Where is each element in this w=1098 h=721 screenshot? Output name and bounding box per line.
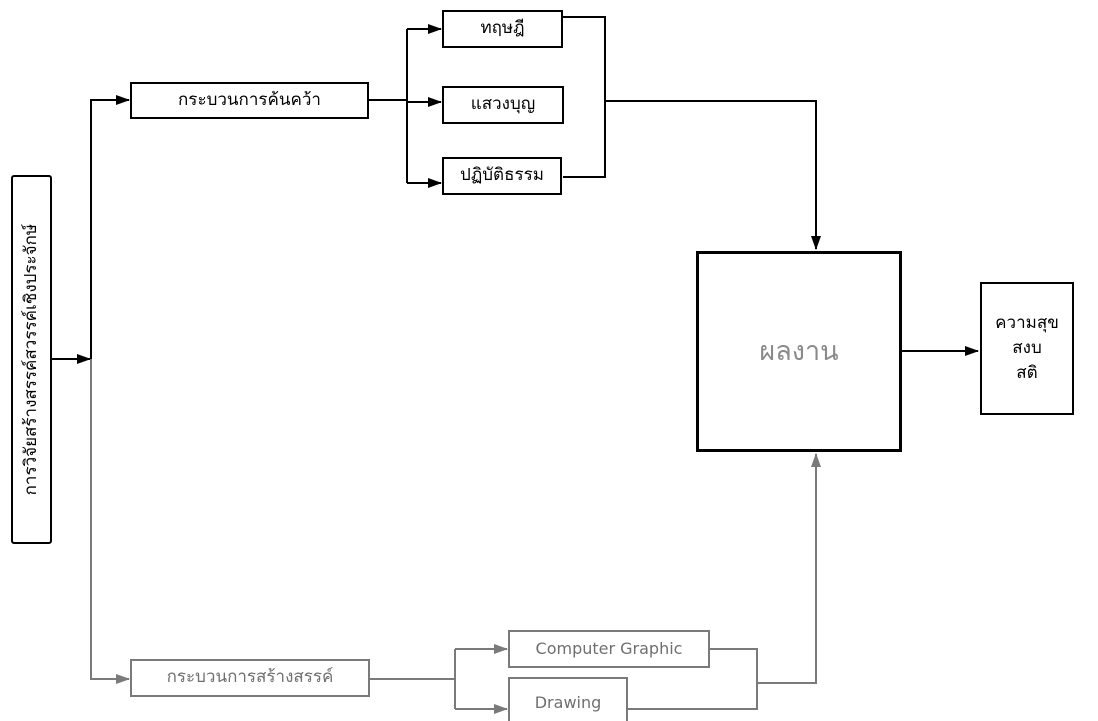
root-label: การวิจัยสร้างสรรค์สวรรค์เชิงประจักษ์ (21, 224, 42, 496)
creative-to-result-arrow (757, 454, 816, 683)
research-process-box: กระบวนการค้นคว้า (130, 82, 369, 119)
merge-to-result-arrow (605, 101, 816, 249)
outcome-line-2: สงบ (1012, 338, 1041, 359)
root-research-box: การวิจัยสร้างสรรค์สวรรค์เชิงประจักษ์ (11, 175, 52, 544)
computer-graphic-label: Computer Graphic (536, 639, 683, 659)
drawing-label: Drawing (535, 693, 602, 713)
theory-box: ทฤษฎี (442, 10, 563, 48)
result-label: ผลงาน (759, 335, 838, 369)
practice-box: ปฏิบัติธรรม (442, 157, 562, 195)
computer-graphic-box: Computer Graphic (508, 630, 710, 668)
pilgrimage-box: แสวงบุญ (442, 86, 564, 124)
creative-process-label: กระบวนการสร้างสรรค์ (167, 667, 334, 688)
theory-label: ทฤษฎี (480, 18, 524, 39)
outcome-line-3: สติ (1016, 363, 1037, 384)
pilgrimage-label: แสวงบุญ (471, 94, 535, 115)
result-box: ผลงาน (696, 251, 902, 452)
creative-process-box: กระบวนการสร้างสรรค์ (130, 659, 370, 697)
split-to-creative-arrow (91, 359, 129, 679)
theory-merge-line (563, 17, 605, 177)
outcome-box: ความสุข สงบ สติ (980, 282, 1074, 415)
drawing-box: Drawing (508, 677, 628, 721)
outcome-line-1: ความสุข (995, 313, 1059, 334)
split-to-research-arrow (91, 100, 129, 359)
practice-label: ปฏิบัติธรรม (460, 165, 544, 186)
research-process-label: กระบวนการค้นคว้า (178, 90, 321, 111)
